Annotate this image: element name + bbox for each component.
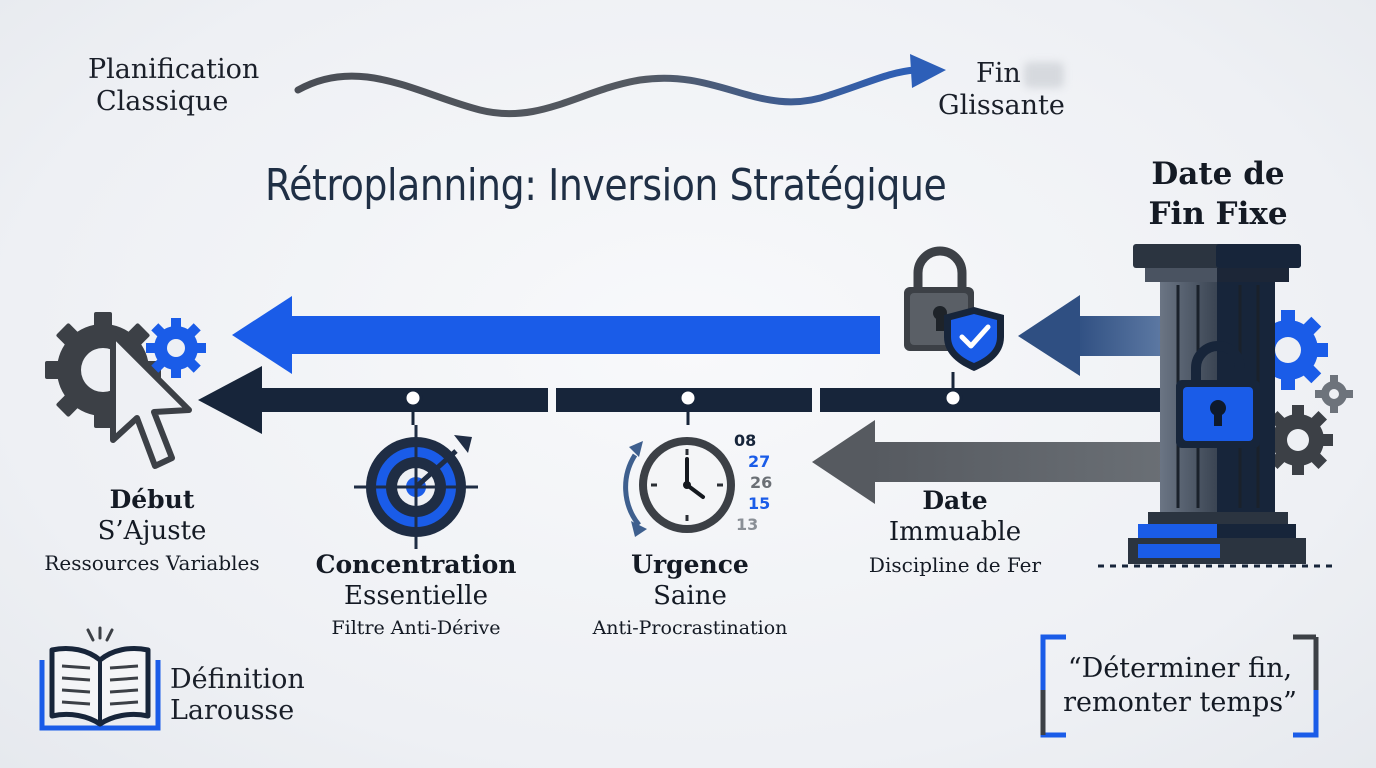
- page-title: Rétroplanning: Inversion Stratégique: [265, 160, 947, 211]
- quote-line2: remonter temps”: [1063, 687, 1297, 718]
- date-node-caption: Discipline de Fer: [868, 553, 1042, 577]
- date-node-labels: Date Immuable Discipline de Fer: [840, 486, 1070, 582]
- date-node-title: Date: [922, 486, 988, 515]
- slate-arrow: [1018, 295, 1165, 376]
- timeline-node-focus: [403, 388, 423, 425]
- quote-bracket-icon: [1040, 634, 1319, 738]
- calendar-number: 15: [748, 494, 771, 513]
- fixed-end-line2: Fin Fixe: [1148, 196, 1288, 232]
- definition-label: Définition Larousse: [170, 664, 305, 726]
- timeline-bar: [198, 366, 1165, 434]
- gears-cursor-icon: [45, 312, 206, 469]
- calendar-number: 13: [736, 515, 759, 534]
- fixed-end-line1: Date de: [1151, 156, 1285, 192]
- date-node-subtitle: Immuable: [888, 517, 1022, 547]
- quote-text: “Déterminer fin, remonter temps”: [1052, 652, 1308, 720]
- padlock-shield-icon: [904, 246, 1004, 371]
- start-node-title: Début: [109, 485, 195, 514]
- classic-end-line2: Glissante: [938, 90, 1065, 121]
- calendar-number: 26: [750, 473, 773, 492]
- focus-node-caption: Filtre Anti-Dérive: [331, 617, 501, 639]
- start-node-caption: Ressources Variables: [44, 551, 260, 575]
- classic-planning-wave-arrow: [294, 54, 946, 118]
- focus-node-labels: Concentration Essentielle Filtre Anti-Dé…: [296, 550, 536, 644]
- book-icon: [39, 626, 161, 731]
- definition-line2: Larousse: [170, 695, 295, 726]
- classic-end-line1: Fin: [976, 58, 1021, 89]
- calendar-numbers: 08 27 26 15 13: [728, 430, 772, 535]
- classic-start-label: Planification Classique: [88, 54, 259, 118]
- quote-line1: “Déterminer fin,: [1067, 653, 1293, 684]
- classic-end-label: Fin Glissante: [938, 58, 1065, 122]
- clock-icon: [623, 437, 735, 537]
- urgency-node-caption: Anti-Procrastination: [592, 617, 788, 639]
- classic-start-line1: Planification: [88, 54, 260, 85]
- definition-line1: Définition: [170, 664, 305, 695]
- blue-reverse-arrow: [232, 296, 880, 374]
- calendar-number: 27: [748, 452, 771, 471]
- classic-start-line2: Classique: [96, 86, 229, 117]
- blurred-patch: [1024, 62, 1064, 88]
- fixed-end-label: Date de Fin Fixe: [1120, 154, 1316, 234]
- pillar-lock-icon: [1098, 244, 1353, 568]
- focus-node-title: Concentration: [315, 550, 517, 579]
- focus-node-subtitle: Essentielle: [344, 581, 488, 611]
- calendar-number: 08: [734, 431, 757, 450]
- urgency-node-labels: Urgence Saine Anti-Procrastination: [560, 550, 820, 644]
- start-node-subtitle: S’Ajuste: [97, 516, 207, 546]
- timeline-node-lock: [943, 372, 963, 408]
- timeline-node-urgency: [678, 388, 698, 425]
- urgency-node-title: Urgence: [631, 550, 749, 579]
- target-icon: [354, 425, 478, 549]
- urgency-node-subtitle: Saine: [653, 581, 727, 611]
- start-node-labels: Début S’Ajuste Ressources Variables: [20, 486, 284, 578]
- gray-arrow: [812, 420, 1165, 504]
